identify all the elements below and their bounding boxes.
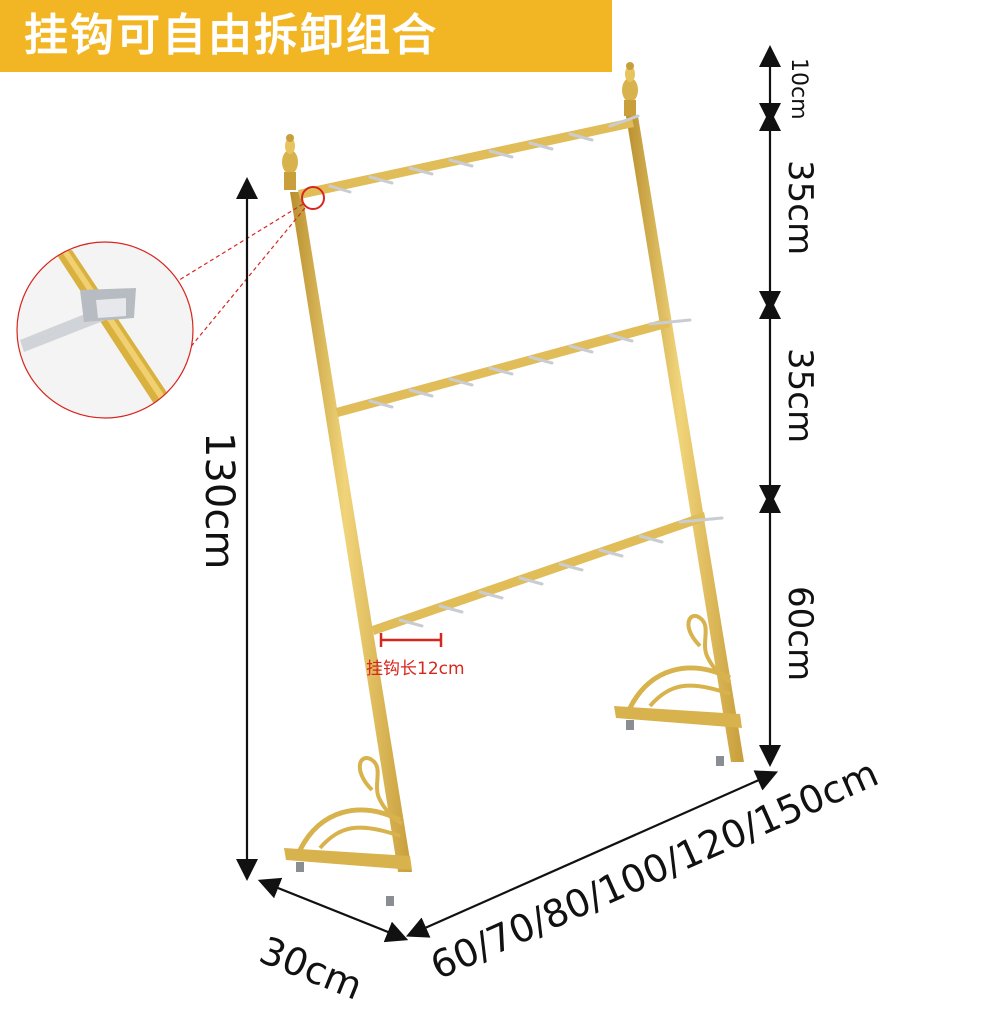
left-finial — [282, 134, 298, 190]
upper-segment-label: 35cm — [780, 160, 820, 256]
right-base — [614, 614, 742, 766]
crossbar-bottom — [372, 512, 706, 635]
height-total-label: 130cm — [196, 432, 242, 570]
right-upright — [626, 116, 744, 762]
crossbar-top — [298, 118, 634, 199]
left-base — [284, 756, 412, 906]
crossbar-middle — [336, 318, 670, 417]
zoom-callout — [16, 186, 325, 419]
left-upright — [290, 192, 412, 872]
middle-segment-label: 35cm — [780, 348, 820, 444]
title-banner: 挂钩可自由拆卸组合 — [0, 0, 612, 72]
ladder-frame — [282, 62, 744, 872]
hook-length-marker — [379, 633, 443, 647]
right-finial — [622, 62, 638, 116]
top-segment-label: 10cm — [786, 58, 811, 120]
hook-length-label: 挂钩长12cm — [366, 659, 465, 679]
banner-title: 挂钩可自由拆卸组合 — [24, 10, 438, 61]
hooks — [328, 114, 724, 628]
zoom-circle — [16, 241, 194, 419]
callout-marker — [301, 186, 325, 210]
lower-segment-label: 60cm — [780, 586, 820, 682]
dimension-lines — [236, 45, 781, 943]
